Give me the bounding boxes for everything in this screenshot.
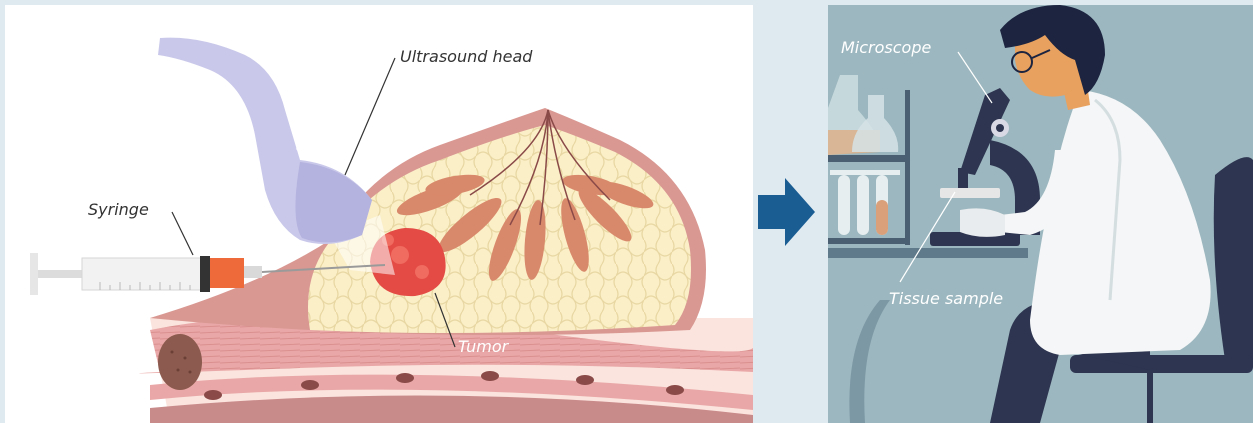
microscope-stage xyxy=(940,188,1000,198)
syringe-label: Syringe xyxy=(88,200,149,219)
test-tube xyxy=(838,175,850,235)
tumor-label: Tumor xyxy=(458,337,510,356)
ultrasound-head-label: Ultrasound head xyxy=(400,47,533,66)
microscope-label: Microscope xyxy=(841,38,931,57)
tissue-sample-label: Tissue sample xyxy=(889,289,1003,308)
rib-cross-section xyxy=(158,334,202,390)
right-panel: Microscope Tissue sample xyxy=(828,5,1253,423)
gloved-hand xyxy=(960,208,1005,237)
left-panel: Ultrasound head Syringe Tumor xyxy=(5,5,753,423)
arrow-right-icon xyxy=(758,178,815,246)
